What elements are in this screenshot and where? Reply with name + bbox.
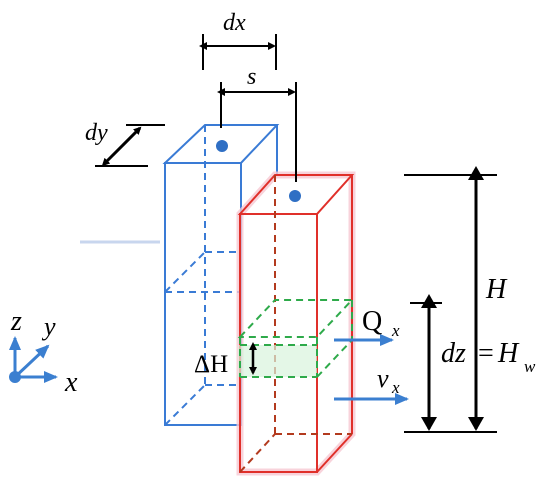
coordinate-axes: [9, 336, 58, 383]
dz-equals-hw-label: dz = H w: [441, 338, 536, 376]
axis-z-label: z: [10, 306, 22, 337]
qx-subscript: x: [391, 321, 400, 340]
qx-label: Q x: [362, 306, 400, 340]
delta-h-label: ΔH: [194, 351, 228, 378]
hw-subscript: w: [524, 357, 536, 376]
s-label: s: [247, 64, 256, 90]
axis-x-label: x: [64, 367, 78, 398]
red-prism: [237, 174, 355, 473]
red-prism-center-dot: [289, 190, 301, 202]
green-element: [237, 299, 355, 378]
dz-dimension: [410, 294, 442, 431]
vx-label: v x: [377, 364, 400, 397]
green-element-fill: [238, 345, 317, 377]
blue-prism: [162, 124, 280, 426]
dx-label: dx: [223, 10, 246, 36]
axis-y-label: y: [41, 312, 56, 341]
hw-base: H: [497, 338, 520, 369]
qx-base: Q: [362, 306, 382, 337]
h-dimension: [404, 166, 497, 433]
blue-prism-center-dot: [216, 140, 228, 152]
red-prism-glow: [236, 171, 356, 476]
dy-label: dy: [85, 120, 108, 146]
dx-dimension: [199, 34, 277, 70]
h-label: H: [485, 274, 508, 305]
vx-subscript: x: [391, 378, 400, 397]
equals-sign: =: [478, 338, 494, 369]
vx-base: v: [377, 364, 389, 393]
s-dimension: [217, 82, 297, 182]
dy-dimension: [95, 124, 165, 167]
dz-label: dz: [441, 338, 466, 369]
